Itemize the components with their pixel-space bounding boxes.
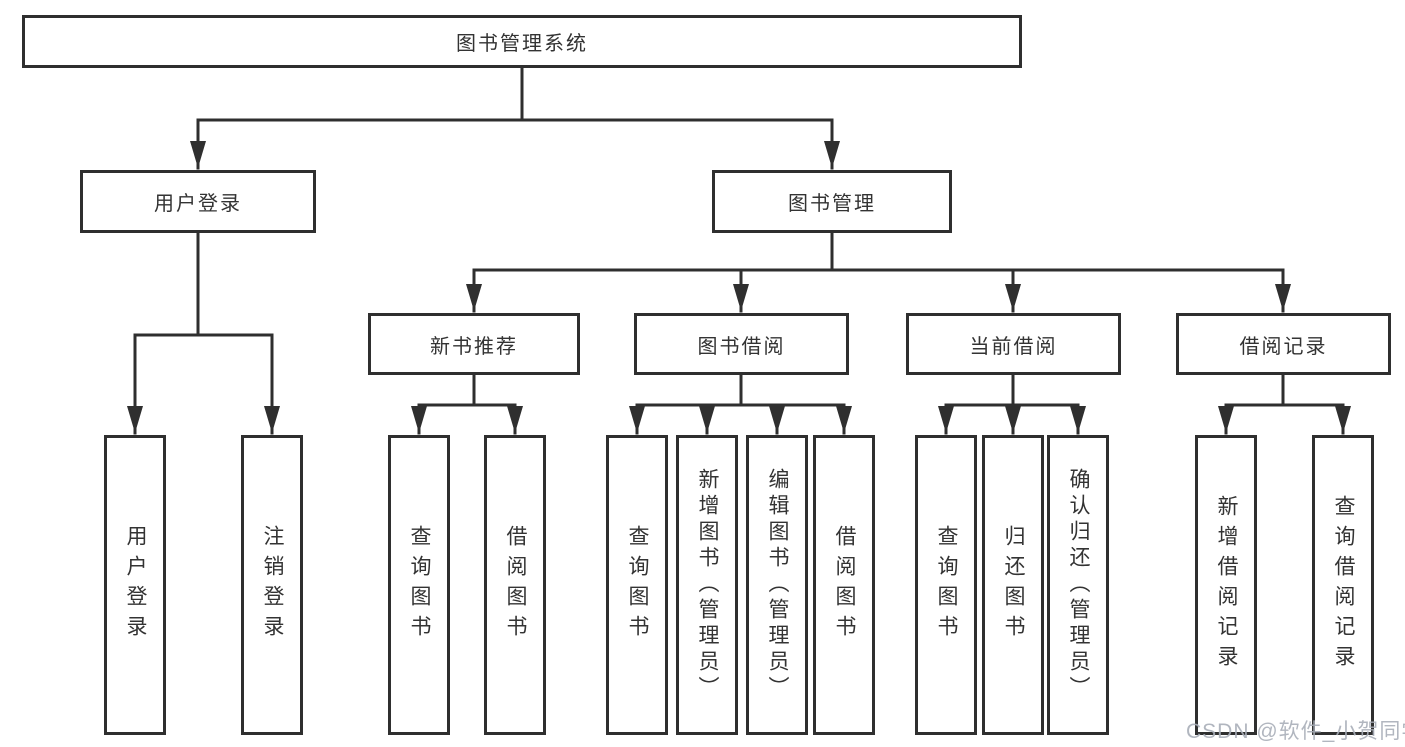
leaf-logout: 注销登录 (241, 435, 303, 735)
leaf-borrow-borrow-books: 借阅图书 (813, 435, 875, 735)
leaf-records-add-record: 新增借阅记录 (1195, 435, 1257, 735)
leaf-records-query-record: 查询借阅记录 (1312, 435, 1374, 735)
node-borrowing-records: 借阅记录 (1176, 313, 1391, 375)
leaf-borrow-edit-books-admin: 编辑图书（管理员） (746, 435, 808, 735)
leaf-recommend-borrow-books: 借阅图书 (484, 435, 546, 735)
node-user-login: 用户登录 (80, 170, 316, 233)
leaf-recommend-query-books: 查询图书 (388, 435, 450, 735)
node-book-management: 图书管理 (712, 170, 952, 233)
leaf-current-confirm-return-admin: 确认归还（管理员） (1047, 435, 1109, 735)
leaf-current-return-books: 归还图书 (982, 435, 1044, 735)
leaf-user-login: 用户登录 (104, 435, 166, 735)
connector-group (127, 66, 1351, 435)
node-book-borrowing: 图书借阅 (634, 313, 849, 375)
node-new-book-recommend: 新书推荐 (368, 313, 580, 375)
node-current-borrowing: 当前借阅 (906, 313, 1121, 375)
leaf-borrow-query-books: 查询图书 (606, 435, 668, 735)
leaf-borrow-add-books-admin: 新增图书（管理员） (676, 435, 738, 735)
leaf-current-query-books: 查询图书 (915, 435, 977, 735)
node-root: 图书管理系统 (22, 15, 1022, 68)
csdn-watermark: CSDN @软件_小贺同学 (1186, 720, 1405, 743)
